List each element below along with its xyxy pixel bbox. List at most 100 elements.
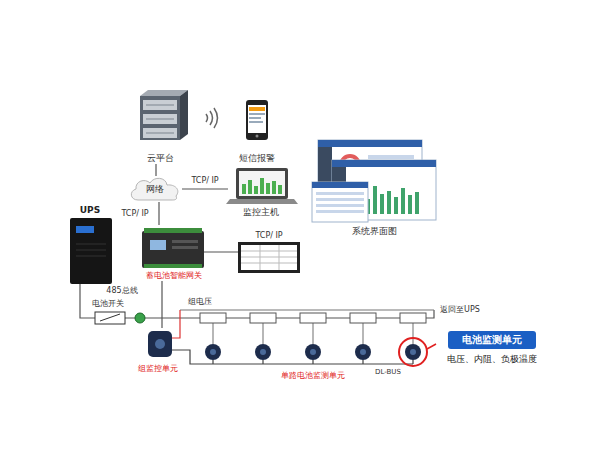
interface-screenshots-part [408,195,412,214]
server-rack-part [180,90,188,140]
wifi-symbol-part [210,111,213,125]
phone-icon-part [246,100,268,140]
laptop-icon-part [248,180,252,194]
interface-screenshots-part [316,204,364,207]
laptop-icon-part [236,168,288,199]
battery-cells-part [250,313,276,323]
interface-screenshots-part [316,198,364,201]
display-screen-part [238,242,300,273]
interface-screenshots-part [318,140,422,147]
group-monitor-device-part [155,339,165,349]
battery-switch [95,312,125,324]
interface-screenshots-part [312,182,368,188]
group-monitor-device [148,331,172,357]
ups-unit: UPS [62,205,118,285]
server-rack-part [143,100,177,110]
server-rack-part [143,114,177,124]
laptop-icon-part [239,171,285,196]
battery-monitor-unit: 电池监测单元电压、内阻、负极温度 [436,331,548,377]
node-label: 云平台 [147,153,174,164]
current-clamp [135,313,145,323]
battery-wiring-part [172,310,180,338]
display-screen-part [241,257,297,258]
highlight-circle [399,338,436,366]
return-label: 返回至UPS [438,305,482,315]
server-rack-part [146,105,174,106]
gateway-device-part [172,240,198,243]
battery-wiring-part [213,323,413,344]
battery-switch-part [95,312,125,324]
battery-cells-part [350,313,376,323]
cell-sensors-part [360,349,366,355]
laptop-icon [226,168,298,204]
battery-cells-part [400,313,426,323]
display-screen-part [279,245,280,270]
gateway-device-part [172,246,198,249]
ups-cabinet-part [76,226,94,233]
display-screen [204,242,300,273]
battery-switch-part [100,314,120,321]
link-label: TCP/ IP [189,176,220,186]
interface-screenshots-part [415,192,419,214]
node-label: 监控主机 [243,207,279,218]
voltage-label: 组电压 [186,297,214,307]
laptop-icon-part [254,186,258,194]
gateway-device-part [150,240,166,250]
link-label: TCP/ IP [119,209,150,219]
laptop-icon-part [278,185,282,194]
node-label: 短信报警 [239,153,275,164]
bus-label: DL-BUS [373,368,403,376]
phone-icon-part [249,117,261,119]
highlight-circle-part [399,338,427,366]
node-label: UPS [80,205,100,216]
network-link [155,164,156,176]
cell-sensors-part [305,344,321,360]
interface-screenshots-part [380,194,384,214]
laptop-icon-part [226,199,298,204]
laptop-icon-part [260,178,264,194]
laptop-icon-part [272,181,276,194]
phone-icon-part [249,107,265,111]
interface-screenshots-part [316,210,364,213]
phone-icon-part [256,135,259,138]
cell-sensors [205,344,421,360]
display-screen-part [241,245,297,270]
unit-description: 电压、内阻、负极温度 [447,354,537,365]
interface-screenshots-part [368,155,414,159]
interface-screenshots-part [401,188,405,214]
group-monitor-device-part [148,331,172,357]
cell-sensors-part [205,344,221,360]
ups-cabinet-part [70,218,112,284]
cell-sensors-part [260,349,266,355]
laptop-icon-part [266,183,270,194]
network-cloud: 网络 [128,176,182,202]
wifi-symbol-part [214,108,218,128]
ups-cabinet-part [76,244,106,245]
phone-icon-part [249,113,265,115]
battery-wiring [80,284,434,364]
cloud-platform: 云平台 [130,92,190,164]
wifi-symbol-part [206,114,208,122]
interface-screenshots-part [332,160,436,167]
interface-screenshots [312,140,436,222]
server-rack-part [146,119,174,120]
server-rack-part [146,133,174,134]
network-link [161,281,162,328]
phone-icon-part [248,105,266,133]
interface-screenshots-part [373,186,377,214]
interface-view: 系统界面图 [308,135,440,237]
cell-sensors-part [405,344,421,360]
node-label: 网络 [146,184,164,195]
laptop-icon-part [242,184,246,194]
cell-sensors-part [410,349,416,355]
smart-gateway: 蓄电池智能网关 [136,225,212,281]
phone-icon [246,100,268,140]
sensor-label: 单路电池监测单元 [279,371,347,381]
node-label: 组监控单元 [138,364,178,374]
cell-sensors-part [355,344,371,360]
cloud-outline [131,178,178,200]
ups-cabinet-part [76,250,106,251]
cell-sensors-part [210,349,216,355]
display-screen-part [204,251,238,252]
